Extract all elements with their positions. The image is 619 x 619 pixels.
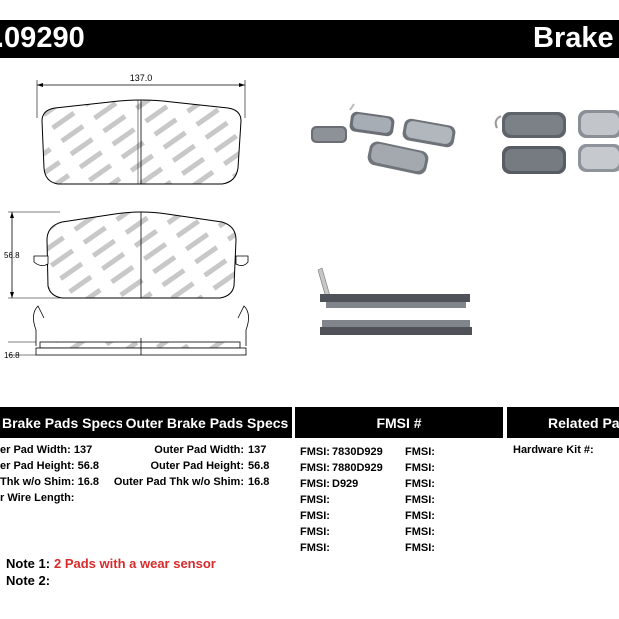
note-1-label: Note 1:	[6, 556, 51, 571]
inner-specs-header: Brake Pads Specs	[0, 407, 122, 438]
title-bar: .09290 Brake F	[0, 20, 619, 58]
outer-spec-height-label: Outer Pad Height:	[150, 460, 244, 472]
outer-spec-height-value: 56.8	[248, 460, 270, 472]
outer-spec-width-value: 137	[248, 444, 267, 456]
category-title: Brake F	[533, 22, 619, 54]
height-dimension: 56.8	[4, 211, 60, 299]
drawings-area: 137.0 56.8 16.8	[4, 73, 619, 360]
hardware-kit-label: Hardware Kit #:	[513, 444, 594, 456]
note-2-label: Note 2:	[6, 573, 51, 588]
fmsi-label: FMSI:	[300, 478, 330, 490]
fmsi-label: FMSI:	[405, 478, 435, 490]
pad-top-view	[41, 99, 242, 185]
outer-spec-thickness-label: Outer Pad Thk w/o Shim:	[113, 476, 244, 488]
note-1-text: 2 Pads with a wear sensor	[54, 556, 216, 571]
pad-side-photo	[317, 267, 472, 335]
fmsi-label: FMSI:	[300, 542, 330, 554]
fmsi-label: FMSI:	[300, 526, 330, 538]
outer-specs-header: Outer Brake Pads Specs	[122, 407, 292, 438]
fmsi-label: FMSI:	[405, 526, 435, 538]
inner-spec-height: er Pad Height: 56.8	[0, 460, 100, 472]
fmsi-label: FMSI:	[405, 462, 435, 474]
fmsi-label: FMSI:	[405, 510, 435, 522]
width-dimension: 137.0	[36, 73, 246, 118]
outer-specs-title: Outer Brake Pads Specs	[125, 414, 289, 431]
fmsi-label: FMSI:	[300, 462, 330, 474]
fmsi-value: 7830D929	[332, 446, 383, 458]
fmsi-label: FMSI:	[405, 542, 435, 554]
height-label: 56.8	[4, 251, 20, 260]
inner-specs-title: Brake Pads Specs	[2, 414, 122, 431]
inner-spec-wire-length: r Wire Length:	[0, 492, 75, 504]
related-parts-header: Related Par	[507, 407, 619, 438]
inner-spec-thickness: Thk w/o Shim: 16.8	[0, 476, 100, 488]
inner-spec-width: er Pad Width: 137	[0, 444, 93, 456]
fmsi-value: 7880D929	[332, 462, 383, 474]
pad-photo-set-1	[311, 103, 456, 175]
width-label: 137.0	[130, 73, 153, 83]
pad-front-view	[33, 211, 249, 299]
fmsi-header: FMSI #	[295, 407, 503, 438]
thickness-label: 16.8	[4, 351, 20, 360]
fmsi-label: FMSI:	[300, 494, 330, 506]
fmsi-label: FMSI:	[300, 510, 330, 522]
pad-side-view: 16.8	[4, 305, 249, 360]
part-number: .09290	[0, 22, 85, 54]
pad-photo-set-2	[494, 110, 619, 174]
outer-spec-thickness-value: 16.8	[248, 476, 270, 488]
fmsi-label: FMSI:	[405, 494, 435, 506]
fmsi-label: FMSI:	[405, 446, 435, 458]
fmsi-label: FMSI:	[300, 446, 330, 458]
fmsi-title: FMSI #	[376, 414, 422, 431]
outer-spec-width-label: Outer Pad Width:	[154, 444, 244, 456]
fmsi-value: D929	[332, 478, 359, 490]
related-parts-title: Related Par	[548, 414, 619, 431]
